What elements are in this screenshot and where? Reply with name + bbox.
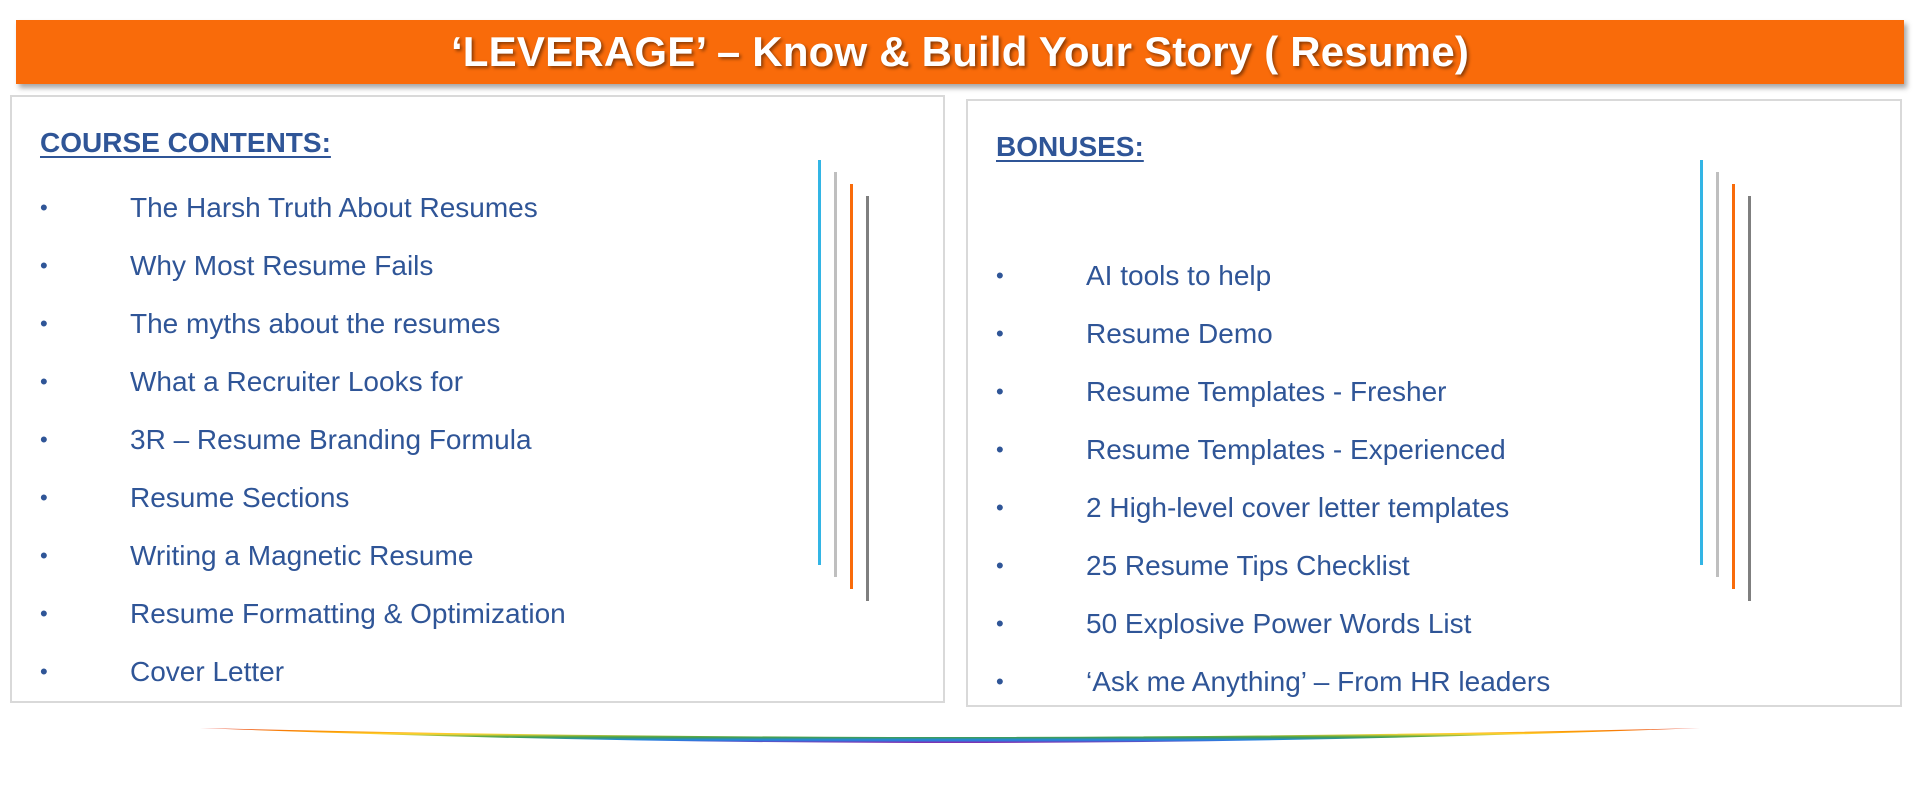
list-item-text: Resume Templates - Experienced (1086, 434, 1506, 465)
list-item-text: 2 High-level cover letter templates (1086, 492, 1510, 523)
list-item-text: The myths about the resumes (130, 308, 501, 339)
rainbow-swoosh-divider (200, 728, 1700, 743)
page-title: ‘LEVERAGE’ – Know & Build Your Story ( R… (450, 28, 1470, 75)
bullet-icon: • (40, 253, 48, 278)
list-item: • Resume Demo (996, 305, 1550, 363)
bullet-icon: • (40, 601, 48, 626)
list-item: • Resume Templates - Fresher (996, 363, 1550, 421)
list-item-text: Resume Formatting & Optimization (130, 598, 566, 629)
accent-line-orange (1732, 184, 1735, 589)
bullet-icon: • (996, 263, 1004, 288)
list-item: • The myths about the resumes (40, 295, 566, 353)
list-item-text: Writing a Magnetic Resume (130, 540, 474, 571)
list-item: • 3R – Resume Branding Formula (40, 411, 566, 469)
bullet-icon: • (40, 311, 48, 336)
bonuses-heading: BONUSES: (996, 131, 1144, 162)
list-item-text: Resume Templates - Fresher (1086, 376, 1447, 407)
list-item-text: Resume Demo (1086, 318, 1273, 349)
list-item: • AI tools to help (996, 247, 1550, 305)
accent-line-light-gray (834, 172, 837, 577)
list-item-text: 3R – Resume Branding Formula (130, 424, 532, 455)
course-contents-heading: COURSE CONTENTS: (40, 127, 331, 158)
list-item-text: Cover Letter (130, 656, 285, 687)
list-item-text: The Harsh Truth About Resumes (130, 192, 538, 223)
course-contents-list: • The Harsh Truth About Resumes • Why Most… (40, 179, 566, 701)
accent-line-light-gray (1716, 172, 1719, 577)
list-item: • The Harsh Truth About Resumes (40, 179, 566, 237)
accent-line-blue (1700, 160, 1703, 565)
bullet-icon: • (40, 369, 48, 394)
list-item: • Cover Letter (40, 643, 566, 701)
bullet-icon: • (40, 543, 48, 568)
list-item: • Resume Formatting & Optimization (40, 585, 566, 643)
list-item: • 2 High-level cover letter templates (996, 479, 1550, 537)
bonuses-list: • AI tools to help • Resume Demo • Resume T… (996, 247, 1550, 711)
course-contents-panel: COURSE CONTENTS: • The Harsh Truth About … (10, 95, 945, 703)
list-item: • What a Recruiter Looks for (40, 353, 566, 411)
bullet-icon: • (40, 195, 48, 220)
bonuses-panel: BONUSES: •AI tools to help •Resume Demo … (966, 99, 1902, 707)
list-item-text: AI tools to help (1086, 260, 1272, 291)
list-item: • 25 Resume Tips Checklist (996, 537, 1550, 595)
accent-line-dark-gray (866, 196, 869, 601)
list-item-text: 25 Resume Tips Checklist (1086, 550, 1410, 581)
list-item: • 50 Explosive Power Words List (996, 595, 1550, 653)
bullet-icon: • (996, 669, 1004, 694)
accent-line-blue (818, 160, 821, 565)
list-item-text: What a Recruiter Looks for (130, 366, 464, 397)
list-item: • Why Most Resume Fails (40, 237, 566, 295)
bullet-icon: • (996, 495, 1004, 520)
accent-line-orange (850, 184, 853, 589)
bullet-icon: • (996, 437, 1004, 462)
bullet-icon: • (996, 611, 1004, 636)
list-item-text: Resume Sections (130, 482, 350, 513)
list-item-text: Why Most Resume Fails (130, 250, 434, 281)
list-item: • Writing a Magnetic Resume (40, 527, 566, 585)
title-banner: ‘LEVERAGE’ – Know & Build Your Story ( R… (16, 20, 1904, 84)
list-item: • Resume Sections (40, 469, 566, 527)
bullet-icon: • (40, 485, 48, 510)
bullet-icon: • (996, 379, 1004, 404)
list-item: • Resume Templates - Experienced (996, 421, 1550, 479)
bullet-icon: • (996, 321, 1004, 346)
list-item-text: 50 Explosive Power Words List (1086, 608, 1472, 639)
bullet-icon: • (996, 553, 1004, 578)
accent-line-dark-gray (1748, 196, 1751, 601)
bullet-icon: • (40, 659, 48, 684)
list-item-text: ‘Ask me Anything’ – From HR leaders (1086, 666, 1551, 697)
bullet-icon: • (40, 427, 48, 452)
list-item: • ‘Ask me Anything’ – From HR leaders (996, 653, 1550, 711)
